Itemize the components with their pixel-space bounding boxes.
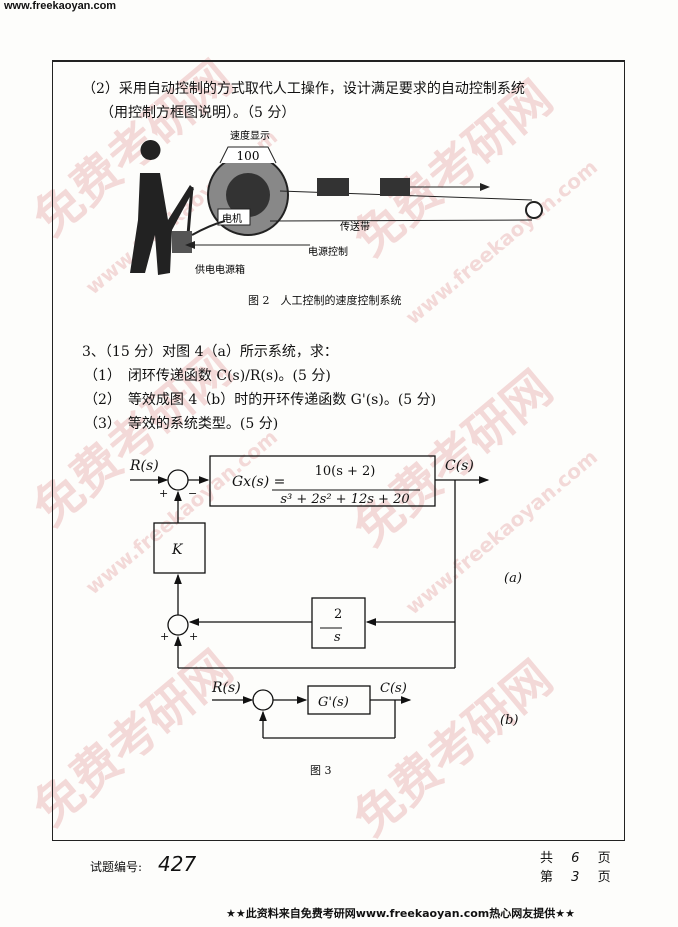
q3-title: 3、（15 分）对图 4（a）所示系统，求： bbox=[82, 344, 338, 360]
question-frame bbox=[52, 60, 625, 841]
svg-text:Gx(s) =: Gx(s) = bbox=[232, 474, 285, 490]
q3-item-1: （1） 闭环传递函数 C(s)/R(s)。(5 分) bbox=[84, 368, 331, 384]
svg-text:100: 100 bbox=[237, 149, 260, 163]
figure3-caption: 图 3 bbox=[310, 764, 332, 777]
svg-text:s: s bbox=[334, 630, 341, 645]
svg-text:电源控制: 电源控制 bbox=[308, 245, 348, 258]
svg-text:C(s): C(s) bbox=[445, 458, 474, 474]
total-pages: 共 6 页 bbox=[540, 847, 611, 866]
svg-text:(a): (a) bbox=[504, 571, 522, 586]
svg-text:+: + bbox=[189, 630, 198, 643]
q2-line2: （用控制方框图说明）。（5 分） bbox=[100, 105, 296, 121]
current-page: 第 3 页 bbox=[540, 866, 611, 885]
svg-text:+: + bbox=[159, 487, 168, 500]
svg-text:R(s): R(s) bbox=[129, 458, 159, 474]
figure2-illustration: 100 速度显示 电机 传送带 电源控制 供电电源箱 bbox=[130, 129, 543, 276]
svg-text:速度显示: 速度显示 bbox=[230, 129, 270, 142]
site-header[interactable]: www.freekaoyan.com bbox=[4, 0, 117, 12]
svg-text:G'(s): G'(s) bbox=[318, 695, 349, 710]
power-box-icon bbox=[172, 231, 192, 253]
svg-text:+: + bbox=[160, 630, 169, 643]
svg-text:电机: 电机 bbox=[222, 212, 242, 225]
integrator-block bbox=[311, 597, 366, 649]
q3-item-2: （2） 等效成图 4（b）时的开环传递函数 G'(s)。(5 分) bbox=[84, 392, 437, 408]
current-value: 3 bbox=[571, 870, 580, 885]
footer-banner: ★★此资料来自免费考研网www.freekaoyan.com热心网友提供★★ bbox=[226, 907, 575, 920]
total-value: 6 bbox=[571, 851, 580, 866]
exam-code-value: 427 bbox=[158, 852, 197, 876]
page-suffix: 页 bbox=[597, 851, 611, 866]
svg-text:−: − bbox=[188, 487, 197, 500]
total-prefix: 共 bbox=[540, 851, 554, 866]
current-prefix: 第 bbox=[540, 870, 554, 885]
page-suffix: 页 bbox=[597, 870, 611, 885]
svg-text:供电电源箱: 供电电源箱 bbox=[195, 263, 245, 276]
svg-text:s³ + 2s² + 12s + 20: s³ + 2s² + 12s + 20 bbox=[280, 492, 409, 507]
figure2-caption: 图 2 人工控制的速度控制系统 bbox=[248, 294, 402, 307]
svg-text:(b): (b) bbox=[500, 713, 518, 728]
gx-block bbox=[209, 455, 436, 507]
summing-junction-1 bbox=[167, 469, 189, 491]
exam-code-label: 试题编号: bbox=[90, 860, 143, 874]
svg-text:2: 2 bbox=[334, 607, 342, 622]
summing-junction-b bbox=[252, 689, 274, 711]
svg-text:10(s + 2): 10(s + 2) bbox=[315, 464, 376, 479]
k-block bbox=[153, 522, 206, 574]
summing-junction-2 bbox=[167, 614, 189, 636]
svg-text:传送带: 传送带 bbox=[340, 220, 370, 233]
svg-text:K: K bbox=[171, 542, 184, 558]
svg-text:C(s): C(s) bbox=[380, 681, 407, 696]
q2-line1: （2）采用自动控制的方式取代人工操作，设计满足要求的自动控制系统 bbox=[82, 81, 525, 97]
svg-text:R(s): R(s) bbox=[211, 680, 241, 696]
q3-item-3: （3） 等效的系统类型。(5 分) bbox=[84, 416, 279, 432]
